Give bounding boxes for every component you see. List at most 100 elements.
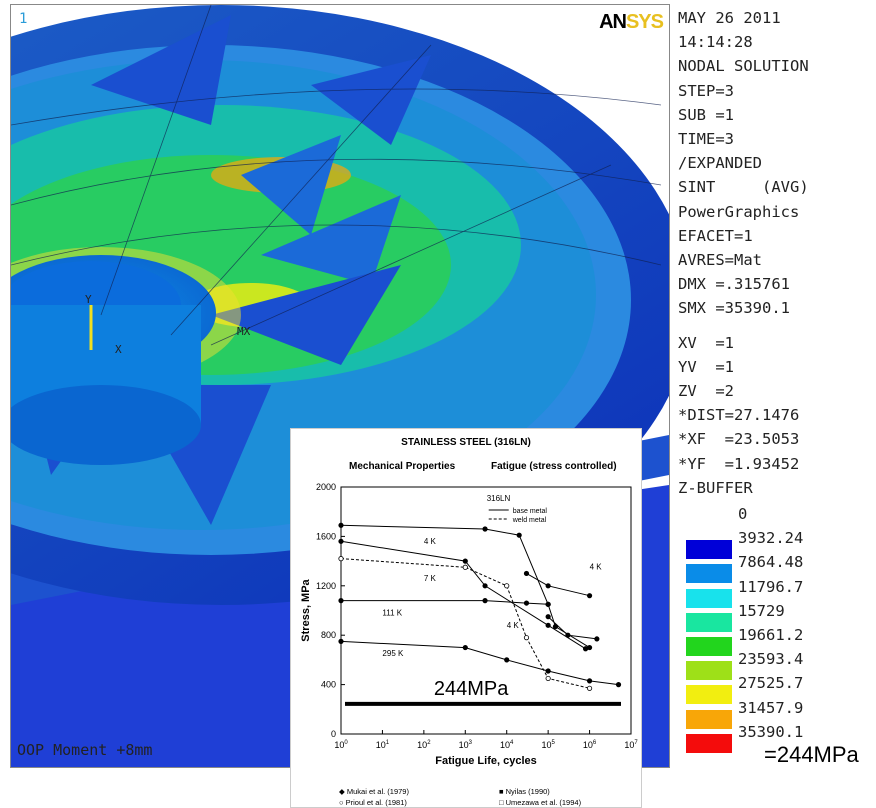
info-line: ZV =2	[678, 382, 734, 401]
legend-value: 31457.9	[738, 698, 804, 717]
curve-label: 4 K	[424, 537, 437, 546]
curve-label: 7 K	[424, 574, 437, 583]
legend-row: 31457.9	[684, 698, 864, 729]
triad-x-label: X	[115, 343, 122, 356]
data-point	[482, 583, 488, 589]
data-point	[504, 583, 510, 589]
legend-value: 19661.2	[738, 626, 804, 644]
legend-value: 11796.7	[738, 577, 804, 596]
data-point	[523, 600, 530, 606]
threshold-label: 244MPa	[434, 678, 509, 700]
plot-frame	[340, 486, 632, 735]
x-tick-label: 106	[583, 740, 597, 750]
chart-legend-entry: weld metal	[512, 517, 547, 524]
info-line: 14:14:28	[678, 33, 753, 52]
x-tick-label: 107	[624, 740, 638, 750]
legend-row: 7864.48	[684, 553, 864, 584]
window-number: 1	[19, 11, 28, 27]
x-tick-label: 104	[500, 740, 514, 750]
legend-row: 35390.1	[684, 722, 864, 753]
x-tick-label: 100	[334, 740, 348, 750]
data-point	[545, 675, 551, 682]
info-line: SUB =1	[678, 105, 734, 124]
series-line	[340, 558, 590, 689]
chart-legend-entry: base metal	[513, 508, 548, 515]
data-point	[504, 657, 510, 663]
x-tick-label: 102	[417, 740, 431, 750]
chart-legend-title: 316LN	[487, 494, 511, 503]
info-line: PowerGraphics	[678, 202, 800, 221]
data-point	[586, 685, 593, 691]
triad-y-label: Y	[85, 293, 92, 306]
series-line	[526, 572, 590, 597]
data-point	[545, 614, 551, 620]
info-line: MAY 26 2011	[678, 9, 781, 27]
reference-entry: ○ Prioul et al. (1981)	[339, 798, 407, 807]
max-marker-label: MX	[237, 325, 251, 338]
data-point	[338, 538, 344, 544]
data-point	[338, 598, 344, 604]
data-point	[338, 522, 344, 528]
legend-swatch	[686, 588, 732, 608]
threshold-note: =244MPa	[764, 742, 859, 767]
info-line: SINT (AVG)	[678, 178, 809, 197]
series-line	[341, 600, 549, 605]
legend-row: 19661.2	[684, 626, 864, 656]
legend-value: 23593.4	[738, 650, 804, 669]
legend-row: 15729	[684, 601, 864, 632]
info-line: /EXPANDED	[678, 154, 762, 173]
info-line: XV =1	[678, 333, 734, 352]
legend-row: 11796.7	[684, 577, 864, 608]
info-line: SMX =35390.1	[678, 299, 790, 318]
data-point	[545, 583, 551, 589]
data-point	[594, 636, 600, 642]
info-line: STEP=3	[678, 81, 734, 100]
data-point	[462, 564, 468, 570]
reference-entry: □ Umezawa et al. (1994)	[499, 798, 582, 807]
info-line: *XF =23.5053	[678, 430, 800, 449]
x-tick-label: 105	[541, 740, 555, 750]
legend-swatch	[686, 612, 732, 632]
info-line: DMX =.315761	[678, 275, 790, 294]
series-line	[340, 524, 590, 649]
inset-left-heading: Mechanical Properties	[349, 461, 456, 472]
legend-value: 27525.7	[738, 674, 804, 693]
data-point	[582, 646, 589, 652]
y-tick-label: 1600	[316, 531, 336, 541]
legend-value: 15729	[738, 601, 785, 620]
data-point	[482, 526, 488, 532]
legend-value: 3932.24	[738, 529, 804, 548]
info-line: AVRES=Mat	[678, 251, 762, 270]
info-line: Z-BUFFER	[678, 478, 753, 497]
inset-title: STAINLESS STEEL (316LN)	[401, 437, 531, 448]
x-axis-label: Fatigue Life, cycles	[435, 755, 536, 767]
legend-value: 7864.48	[738, 553, 804, 572]
legend-value: 0	[738, 505, 748, 523]
info-line: EFACET=1	[678, 226, 753, 245]
curve-label: 4 K	[507, 621, 520, 630]
curve-label: 295 K	[382, 649, 404, 658]
legend-swatch	[686, 709, 732, 729]
legend-row: 0	[684, 505, 864, 529]
info-line: *YF =1.93452	[678, 454, 800, 473]
info-line: *DIST=27.1476	[678, 406, 800, 425]
data-point	[523, 635, 530, 641]
y-tick-label: 400	[321, 680, 336, 690]
data-point	[586, 678, 593, 684]
data-point	[482, 598, 488, 604]
reference-entry: ◆ Mukai et al. (1979)	[339, 787, 409, 796]
inset-right-heading: Fatigue (stress controlled)	[491, 461, 617, 472]
data-point	[516, 532, 522, 538]
legend-value: 35390.1	[738, 722, 804, 741]
data-point	[462, 644, 468, 651]
series-line	[340, 640, 619, 686]
legend-row: 27525.7	[684, 674, 864, 705]
data-point	[552, 623, 559, 630]
legend-row: 3932.24	[684, 529, 864, 560]
ansys-logo: ANSYS	[599, 11, 664, 33]
data-point	[338, 638, 344, 644]
curve-label: 111 K	[382, 608, 402, 617]
y-tick-label: 1200	[316, 581, 336, 591]
data-point	[545, 601, 551, 607]
